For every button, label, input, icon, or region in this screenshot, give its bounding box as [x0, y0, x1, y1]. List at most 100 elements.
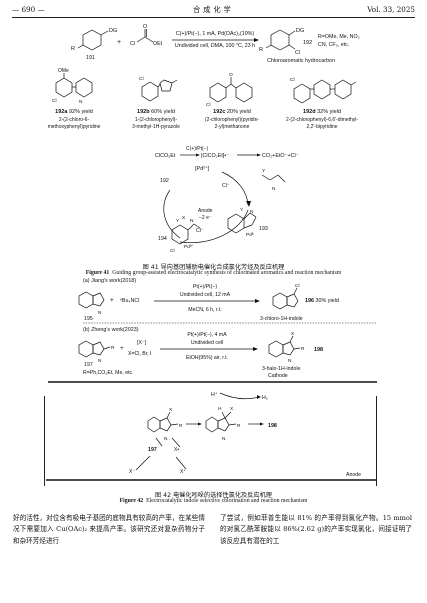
- product-196: 196: [305, 298, 314, 304]
- figure41-mechanism: ClCO₂Et C(+)/Pt(−) [ClCO₂Et]•⁻ CO₂+EtO⁻+…: [155, 146, 299, 254]
- nh-198: N: [288, 358, 292, 364]
- page-number: — 690 —: [12, 5, 45, 14]
- h-plus: H⁺: [211, 392, 218, 398]
- pd-iv: Pdᴵⱽ: [184, 244, 194, 250]
- cl-atom-reagent: Cl: [130, 41, 135, 47]
- a-cond3: MeCN, 6 h, r.t.: [188, 307, 221, 313]
- n-mech-b: N: [222, 436, 226, 442]
- intermediate-193: N Y Pdᴵᴵ 193: [227, 207, 268, 238]
- jiang-title: (a) Jiang's work(2018): [83, 278, 136, 284]
- nh-195: N: [98, 310, 102, 316]
- int194-number: 194: [158, 236, 167, 242]
- svg-text:192c 20% yield: 192c 20% yield: [213, 109, 251, 115]
- figure41-caption-text: Guiding group-assisted electrocatalytic …: [112, 270, 342, 276]
- chloroformate-structure: Cl O OEt: [130, 24, 163, 47]
- product192-structure: DG Cl R: [259, 28, 304, 56]
- r-label: R: [71, 46, 75, 52]
- label-192b: 192b: [137, 109, 150, 115]
- journal-title: 合成化学: [193, 5, 234, 14]
- name1-192c: (2-chlorophenyl)(pyridin-: [205, 117, 260, 123]
- figure42-caption-cn: 图 42 电催化吲哚的选择性氯化及反应机理: [155, 492, 272, 499]
- figure41-examples: OMe N Cl 192a 92% yield 2-(2-chloro-6- m…: [48, 68, 359, 130]
- running-header: — 690 — 合成化学 Vol. 33, 2025: [12, 5, 415, 17]
- h2: H₂: [262, 395, 268, 401]
- anode-label: Anode: [198, 208, 213, 214]
- figure42-caption-en: Figure 42 Electrocatalytic indole select…: [0, 498, 427, 504]
- n-mech-a: N: [164, 436, 168, 442]
- anode-electrons: −2 e⁻: [199, 215, 212, 221]
- sm-197: 197: [84, 362, 93, 368]
- figure41-top-reaction: DG R 191 + Cl O OEt C(+)/Pt(−), 1 mA, Pd…: [71, 24, 360, 64]
- example-192a: OMe N Cl 192a 92% yield 2-(2-chloro-6- m…: [48, 68, 101, 130]
- pd-ii: Pdᴵᴵ: [246, 232, 254, 238]
- cl-192d: Cl: [290, 77, 295, 83]
- volume-info: Vol. 33, 2025: [367, 5, 415, 14]
- figure42-part-b: (b) Zheng's work(2023) R N 197 + [X⁻] X=…: [48, 327, 377, 383]
- x-198: X: [291, 331, 295, 337]
- nh-197: N: [98, 358, 102, 364]
- product-r-label: R: [259, 47, 263, 53]
- yield-196: 30% yield: [314, 298, 339, 304]
- figure42-caption-text: Electrocatalytic indole selective chlori…: [146, 498, 308, 504]
- cl-192a: Cl: [52, 98, 57, 104]
- n-194: N: [190, 218, 194, 224]
- product-dg-label: DG: [296, 28, 304, 34]
- mech-192-label: 192: [160, 178, 169, 184]
- mech-clco2et: ClCO₂Et: [155, 153, 176, 159]
- x-minus-reagent: [X⁻]: [137, 340, 147, 346]
- svg-text:196 30% yield: 196 30% yield: [305, 298, 339, 304]
- cl-minus-upper: Cl⁻: [222, 183, 230, 189]
- x-options: X=Cl, Br, I: [128, 351, 152, 357]
- intermediate-194: N Y X Pdᴵⱽ Cl 194: [158, 215, 201, 254]
- x-mech-b: X: [230, 406, 234, 412]
- y-194: Y: [176, 218, 180, 224]
- indole-197: R N 197: [78, 340, 115, 368]
- name-198: 3-halo-1H-indole: [262, 366, 300, 372]
- r-198: R: [301, 346, 305, 352]
- x-plus-anode: X⁺: [180, 469, 186, 475]
- carbonyl-o: O: [143, 24, 147, 30]
- pd-catalyst: [Pd²⁺]: [195, 165, 210, 172]
- x-194: X: [182, 215, 186, 221]
- cathode-label: Cathode: [268, 373, 288, 379]
- indole-198: X R N: [268, 331, 305, 364]
- r-197: R: [111, 345, 115, 351]
- conditions-line2: Undivided cell, DMA, 100 °C, 23 h: [175, 43, 255, 49]
- ome-label: OMe: [58, 68, 69, 74]
- mech-top-pyridine: Y N: [261, 168, 286, 192]
- y-193: Y: [240, 207, 244, 213]
- sm-195: 195: [84, 316, 93, 322]
- sm191-number: 191: [86, 55, 95, 61]
- example-192c: O Cl 192c 20% yield (2-chlorophenyl)(pyr…: [205, 72, 260, 130]
- product-198: 198: [314, 347, 323, 353]
- h-mech-b: H: [218, 406, 222, 412]
- mech-198: 198: [268, 423, 277, 429]
- bu4ncl: ⁿBu₄NCl: [120, 298, 139, 304]
- x-minus-anode: X⁻: [129, 469, 135, 475]
- label-192d: 192d: [303, 109, 316, 115]
- indole-196: Cl: [272, 283, 300, 310]
- x-mech-a: X: [169, 407, 173, 413]
- r-options2: CN, CF₃, etc.: [318, 42, 349, 48]
- svg-text:192d 32% yield: 192d 32% yield: [303, 109, 341, 115]
- electrode-cell-box: [44, 396, 377, 486]
- mech-radical-anion: [ClCO₂Et]•⁻: [201, 153, 229, 159]
- name2-192a: methoxyphenyl)pyridine: [48, 124, 101, 130]
- header-rule: [12, 17, 415, 18]
- plus-a: +: [110, 297, 114, 304]
- mech-197: 197: [148, 447, 157, 453]
- figure42-label: Figure 42: [119, 498, 144, 504]
- body-text-left-column: 好的活性，对位含有吸电子基团的底物具有较高的产率，在某些情况下需要加入 Cu(O…: [13, 514, 205, 545]
- a-cond2: Undivided cell, 12 mA: [180, 292, 231, 298]
- r-options-b: R=Ph,CO₂Et, Me, etc.: [83, 370, 134, 376]
- mech-indole-b: H X R N: [205, 406, 241, 442]
- b-cond2: Undivided cell: [191, 340, 223, 346]
- n-mech-top: N: [272, 186, 276, 192]
- name2-192b: 3-methyl-1H-pyrazole: [132, 124, 180, 130]
- svg-text:192b 60% yield: 192b 60% yield: [137, 109, 175, 115]
- b-cond1: Pt(+)/Pt(−), 4 mA: [187, 332, 227, 338]
- svg-text:192a 92% yield: 192a 92% yield: [55, 109, 93, 115]
- anode-label-b: Anode: [346, 472, 361, 478]
- yield-192a: 92% yield: [67, 109, 92, 115]
- yield-192c: 20% yield: [225, 109, 250, 115]
